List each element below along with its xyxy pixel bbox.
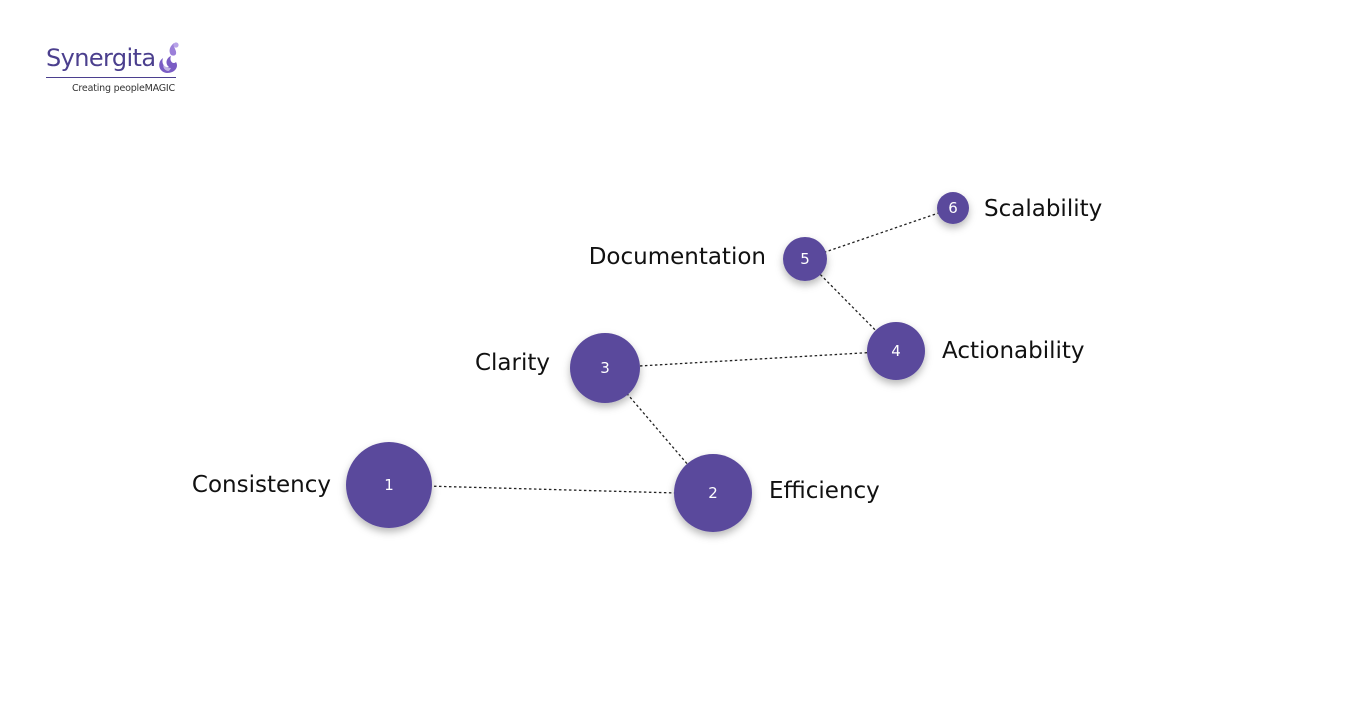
node-label: Documentation: [589, 244, 766, 270]
node-label: Actionability: [942, 338, 1085, 364]
node-number: 1: [384, 476, 394, 494]
node-5: 5 Documentation: [589, 237, 827, 281]
node-2: 2 Efficiency: [674, 454, 880, 532]
connector-3-4: [604, 350, 897, 369]
node-circle: [346, 442, 432, 528]
node-circle: [674, 454, 752, 532]
node-number: 3: [600, 359, 610, 377]
logo-flame-icon: [159, 42, 179, 73]
node-1: 1 Consistency: [192, 442, 432, 528]
node-number: 5: [800, 250, 810, 268]
node-4: 4 Actionability: [867, 322, 1085, 380]
logo-wordmark: Synergita: [46, 44, 156, 72]
connector-1-2: [388, 484, 714, 495]
node-label: Efficiency: [769, 478, 880, 504]
node-3: 3 Clarity: [475, 333, 640, 403]
logo-underline: [46, 77, 176, 78]
node-label: Consistency: [192, 472, 331, 498]
node-number: 6: [948, 199, 958, 217]
node-circle: [570, 333, 640, 403]
node-number: 2: [708, 484, 718, 502]
node-number: 4: [891, 342, 901, 360]
synergita-logo: Synergita Creating peopleMAGIC: [46, 40, 186, 100]
node-label: Clarity: [475, 350, 550, 376]
connector-5-6: [804, 207, 954, 260]
node-circle: [937, 192, 969, 224]
node-circle: [783, 237, 827, 281]
logo-tagline: Creating peopleMAGIC: [72, 83, 175, 94]
node-circle: [867, 322, 925, 380]
node-label: Scalability: [984, 196, 1102, 222]
node-6: 6 Scalability: [937, 192, 1102, 224]
